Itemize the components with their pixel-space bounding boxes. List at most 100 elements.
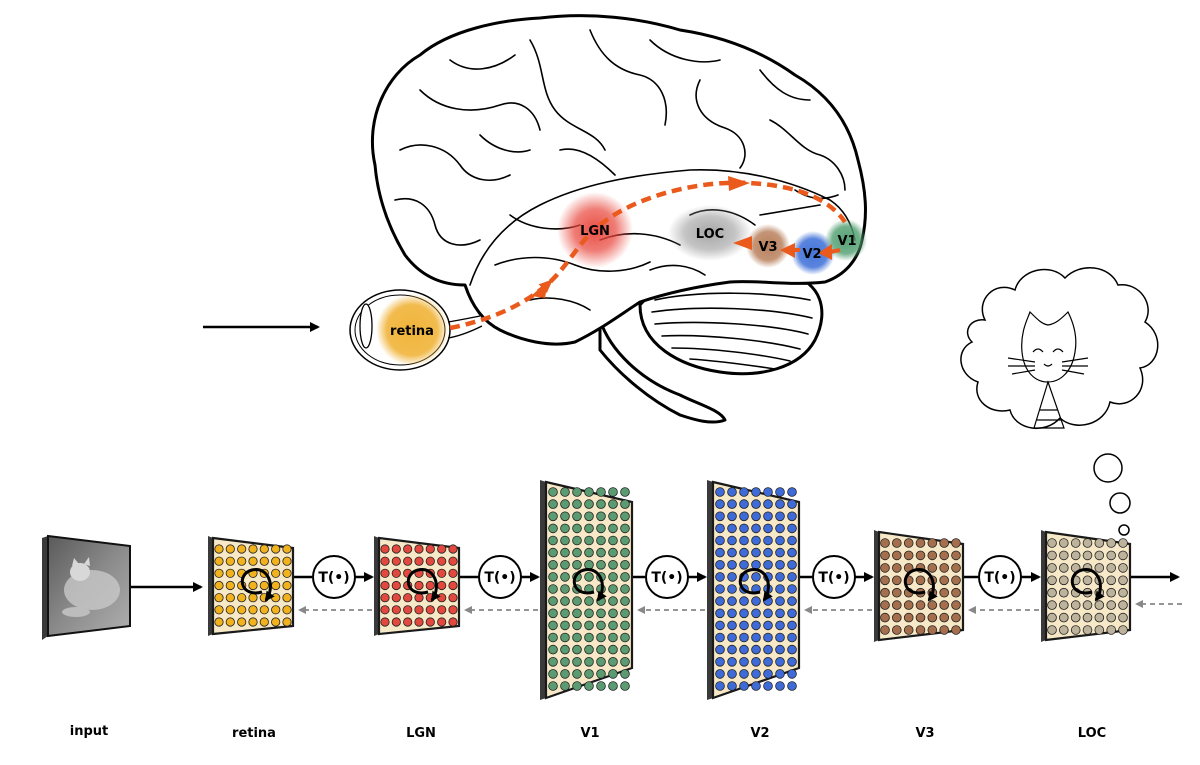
neuron-dot [763,644,773,655]
neuron-dot [739,559,749,570]
neuron-dot [763,547,773,558]
pathway-arrowhead-1 [531,281,548,298]
neuron-dot [572,620,582,631]
neuron-dot [1094,600,1105,610]
neuron-dot [596,547,606,558]
neuron-dot [271,593,281,603]
neuron-dot [391,568,401,578]
neuron-dot [880,575,890,586]
neuron-dot [584,620,594,631]
neuron-dot [403,544,413,554]
brainstem [598,318,727,424]
neuron-dot [380,617,390,627]
neuron-dot [787,644,797,655]
neuron-dot [548,559,558,570]
loc-region [668,205,752,261]
neuron-dot [548,499,558,509]
neuron-dot [225,568,235,578]
neuron-dot [608,608,618,619]
neuron-dot [939,575,949,586]
neuron-dot [715,644,725,655]
neuron-dot [560,669,570,679]
neuron-dot [880,612,890,623]
neuron-dot [572,499,582,509]
neuron-dot [425,556,435,566]
neuron-dot [414,593,424,603]
neuron-dot [237,605,247,615]
neuron-dot [787,632,797,643]
neuron-dot [584,559,594,570]
neuron-dot [1047,587,1057,598]
neuron-dot [751,499,761,509]
neuron-dot [1118,600,1128,610]
neuron-dot [271,580,281,591]
neuron-dot [572,547,582,558]
neuron-dot [608,632,618,643]
neuron-dot [271,568,281,578]
neuron-dot [414,556,424,566]
neuron-dot [951,625,961,635]
neuron-dot [891,538,902,548]
operator-retina-lgn: T(•) [294,555,374,599]
neuron-dot [739,523,749,534]
neuron-dot [739,644,749,655]
neuron-dot [608,499,618,509]
neuron-dot [437,593,447,603]
neuron-dot [584,596,594,606]
neuron-dot [608,559,618,570]
neuron-dot [620,547,630,558]
neuron-dot [1047,563,1057,573]
neuron-dot [380,593,390,603]
neuron-dot [939,612,949,623]
neuron-dot [448,568,458,578]
neuron-dot [237,617,247,627]
neuron-dot [572,596,582,606]
neuron-dot [1118,563,1128,573]
neuron-dot [259,617,269,627]
neuron-dot [751,523,761,534]
neuron-dot [608,547,618,558]
neuron-dot [715,572,725,582]
neuron-dot [739,669,749,679]
neuron-dot [1070,550,1081,561]
neuron-dot [391,544,401,554]
neuron-dot [775,547,785,558]
pathway-arrowhead-v2 [818,244,832,260]
neuron-dot [891,587,902,598]
neuron-dot [403,556,413,566]
neuron-dot [282,568,292,578]
neuron-dot [739,499,749,509]
neuron-dot [391,580,401,591]
neuron-dot [787,608,797,619]
neuron-dot [775,596,785,606]
neuron-dot [225,593,235,603]
neuron-dot [620,620,630,631]
operator-label: T(•) [818,570,849,586]
neuron-dot [271,617,281,627]
neuron-dot [620,681,630,691]
pipeline: T(•) T(•) T(•) T(•) T(•) [42,480,1182,741]
stage-panel-lgn [374,536,461,636]
neuron-dot [751,681,761,691]
neuron-dot [214,556,224,566]
neuron-dot [787,669,797,679]
neuron-dot [391,605,401,615]
neuron-dot [751,632,761,643]
v2-stage-label: V2 [750,726,769,741]
v1-stage-label: V1 [580,726,599,741]
neuron-dot [751,487,761,497]
neuron-dot [1082,550,1093,561]
v3-stage-label: V3 [915,726,934,741]
neuron-dot [1106,600,1116,610]
neuron-dot [584,499,594,509]
neuron-dot [1059,587,1069,598]
neuron-dot [572,632,582,643]
neuron-dot [880,550,890,561]
neuron-dot [282,605,292,615]
neuron-dot [596,511,606,522]
neuron-dot [1106,612,1116,623]
neuron-dot [727,499,737,509]
neuron-dot [620,572,630,582]
neuron-dot [787,511,797,522]
